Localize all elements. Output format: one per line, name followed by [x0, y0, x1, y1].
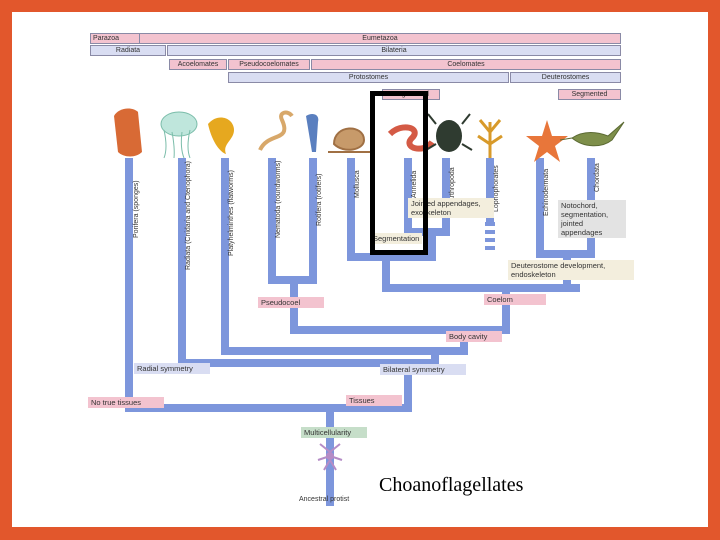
trait-multicellularity: Multicellularity: [301, 427, 367, 438]
trait-coelom: Coelom: [484, 294, 546, 305]
tree-branches: [125, 158, 595, 506]
taxon-arthropoda: Arthropoda: [449, 167, 456, 202]
caption: Choanoflagellates: [379, 474, 524, 496]
taxon-porifera: Porifera (sponges): [133, 180, 140, 238]
taxon-lophophorates: Lophophorates: [493, 165, 500, 212]
band-protostomes: Protostomes: [228, 72, 509, 83]
trait-bilateral-symmetry: Bilateral symmetry: [380, 364, 466, 375]
trait-notochord: Notochord, segmentation, jointed appenda…: [558, 200, 626, 238]
snail-icon: [328, 127, 372, 153]
phylogenetic-tree: [114, 108, 625, 506]
band-segmented-right: Segmented: [558, 89, 621, 100]
trait-deuterostome-development: Deuterostome development, endoskeleton: [508, 260, 634, 280]
trait-radial-symmetry: Radial symmetry: [134, 363, 210, 374]
band-bilateria: Bilateria: [167, 45, 621, 56]
band-deuterostomes: Deuterostomes: [510, 72, 621, 83]
sea-star-icon: [526, 120, 568, 162]
taxon-echinodermata: Echinodermata: [543, 168, 550, 216]
trait-no-true-tissues: No true tissues: [88, 397, 164, 408]
organism-illustrations: [114, 108, 625, 471]
trait-segmentation: Segmentation: [370, 233, 423, 244]
taxon-chordata: Chordata: [594, 163, 601, 192]
roundworm-icon: [258, 110, 294, 152]
trait-tissues: Tissues: [346, 395, 402, 406]
slide: Parazoa Eumetazoa Radiata Bilateria Acoe…: [12, 12, 708, 527]
flatworm-icon: [208, 117, 234, 154]
beetle-icon: [436, 120, 462, 152]
jellyfish-icon: [160, 111, 198, 137]
band-eumetazoa: Eumetazoa: [139, 33, 621, 44]
earthworm-icon: [387, 124, 435, 152]
taxon-radiata: Radiata (Cnidaria and Ctenophora): [185, 161, 192, 270]
band-radiata: Radiata: [90, 45, 166, 56]
trait-pseudocoel: Pseudocoel: [258, 297, 324, 308]
lophophorate-icon: [477, 119, 503, 158]
lophophorate-dashes: [485, 222, 495, 250]
hummingbird-icon: [559, 121, 625, 147]
band-coelomates: Coelomates: [311, 59, 621, 70]
rotifer-icon: [306, 114, 319, 152]
choanoflagellate-icon: [317, 443, 343, 471]
trait-ancestral-protist: Ancestral protist: [299, 496, 350, 503]
trait-body-cavity: Body cavity: [446, 331, 502, 342]
taxon-rotifera: Rotifera (rotifers): [316, 173, 323, 226]
trait-jointed-appendages: Jointed appendages, exoskeleton: [408, 198, 494, 218]
band-pseudocoelomates: Pseudocoelomates: [228, 59, 310, 70]
taxon-platyhelminthes: Platyhelminthes (flatworms): [228, 170, 235, 256]
taxon-mollusca: Mollusca: [354, 170, 361, 198]
sponge-icon: [114, 108, 142, 157]
annelida-highlight-box: [370, 91, 428, 255]
band-acoelomates: Acoelomates: [169, 59, 227, 70]
taxon-nematoda: Nematoda (roundworms): [275, 160, 282, 238]
